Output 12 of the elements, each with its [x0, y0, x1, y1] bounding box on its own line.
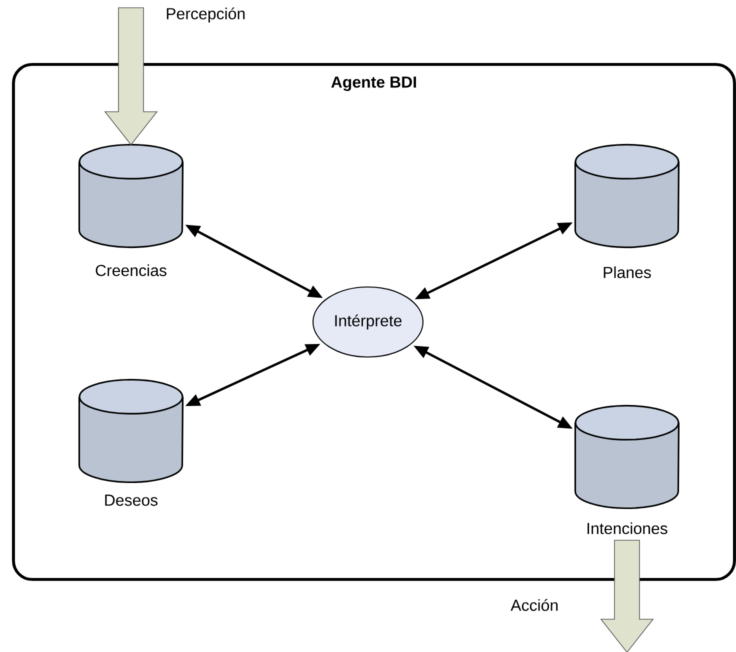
edge-label: Percepción [166, 7, 245, 23]
block-arrow [600, 540, 654, 652]
database-cylinder [78, 378, 184, 484]
node-label: Deseos [105, 494, 158, 506]
database-cylinder [574, 144, 680, 248]
node-label: Intenciones [588, 522, 668, 534]
edge-label: Acción [510, 599, 558, 611]
node-label: Planes [604, 266, 651, 278]
database-cylinder [78, 144, 184, 248]
database-cylinder [574, 404, 680, 510]
block-arrow [104, 7, 158, 146]
node-label: Creencias [96, 264, 166, 276]
